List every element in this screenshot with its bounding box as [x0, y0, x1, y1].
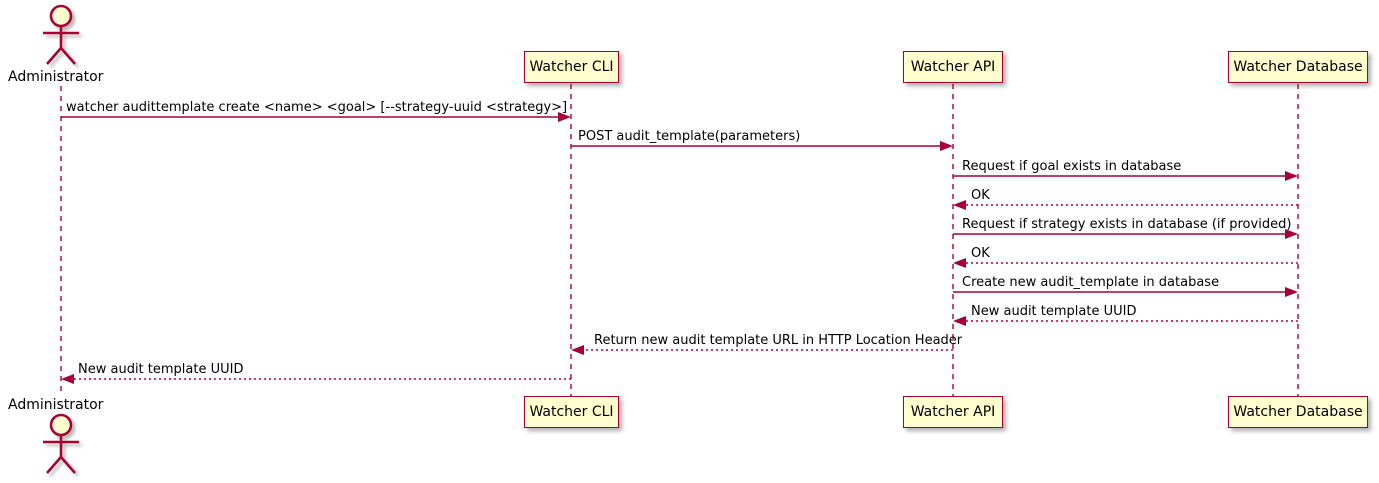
participant-box-watcher-api-bottom[interactable]: Watcher API — [903, 396, 1003, 428]
message-arrow-2 — [571, 141, 953, 151]
message-arrow-3 — [953, 171, 1298, 181]
participant-box-watcher-api-top[interactable]: Watcher API — [903, 51, 1003, 83]
message-arrow-5 — [953, 229, 1298, 239]
participant-box-watcher-database-top[interactable]: Watcher Database — [1228, 51, 1368, 83]
message-arrow-7 — [953, 287, 1298, 297]
actor-label-administrator-bottom: Administrator — [8, 397, 104, 413]
participant-box-watcher-cli-top[interactable]: Watcher CLI — [524, 51, 619, 83]
message-arrow-9 — [571, 345, 953, 355]
participant-box-watcher-database-bottom[interactable]: Watcher Database — [1228, 396, 1368, 428]
message-arrow-4 — [953, 200, 1298, 210]
actor-label-administrator-top: Administrator — [8, 69, 104, 85]
message-label-1: watcher audittemplate create <name> <goa… — [66, 100, 568, 115]
message-label-2: POST audit_template(parameters) — [578, 129, 801, 144]
message-label-4: OK — [971, 188, 990, 203]
message-arrows: Watcher API (dotted) --> — [61, 112, 1298, 384]
message-label-10: New audit template UUID — [78, 362, 244, 377]
actor-administrator-bottom — [43, 413, 79, 474]
lifelines — [60, 84, 1299, 396]
message-label-6: OK — [971, 246, 990, 261]
message-arrow-8 — [953, 316, 1298, 326]
message-arrow-10 — [61, 374, 571, 384]
message-label-9: Return new audit template URL in HTTP Lo… — [594, 333, 963, 348]
message-arrow-6 — [953, 258, 1298, 268]
message-label-3: Request if goal exists in database — [962, 159, 1182, 174]
message-label-8: New audit template UUID — [971, 304, 1137, 319]
message-label-7: Create new audit_template in database — [962, 275, 1220, 290]
actor-administrator-top — [43, 4, 79, 65]
message-label-5: Request if strategy exists in database (… — [962, 217, 1292, 232]
participant-box-watcher-cli-bottom[interactable]: Watcher CLI — [524, 396, 619, 428]
message-arrow-1 — [61, 112, 571, 122]
